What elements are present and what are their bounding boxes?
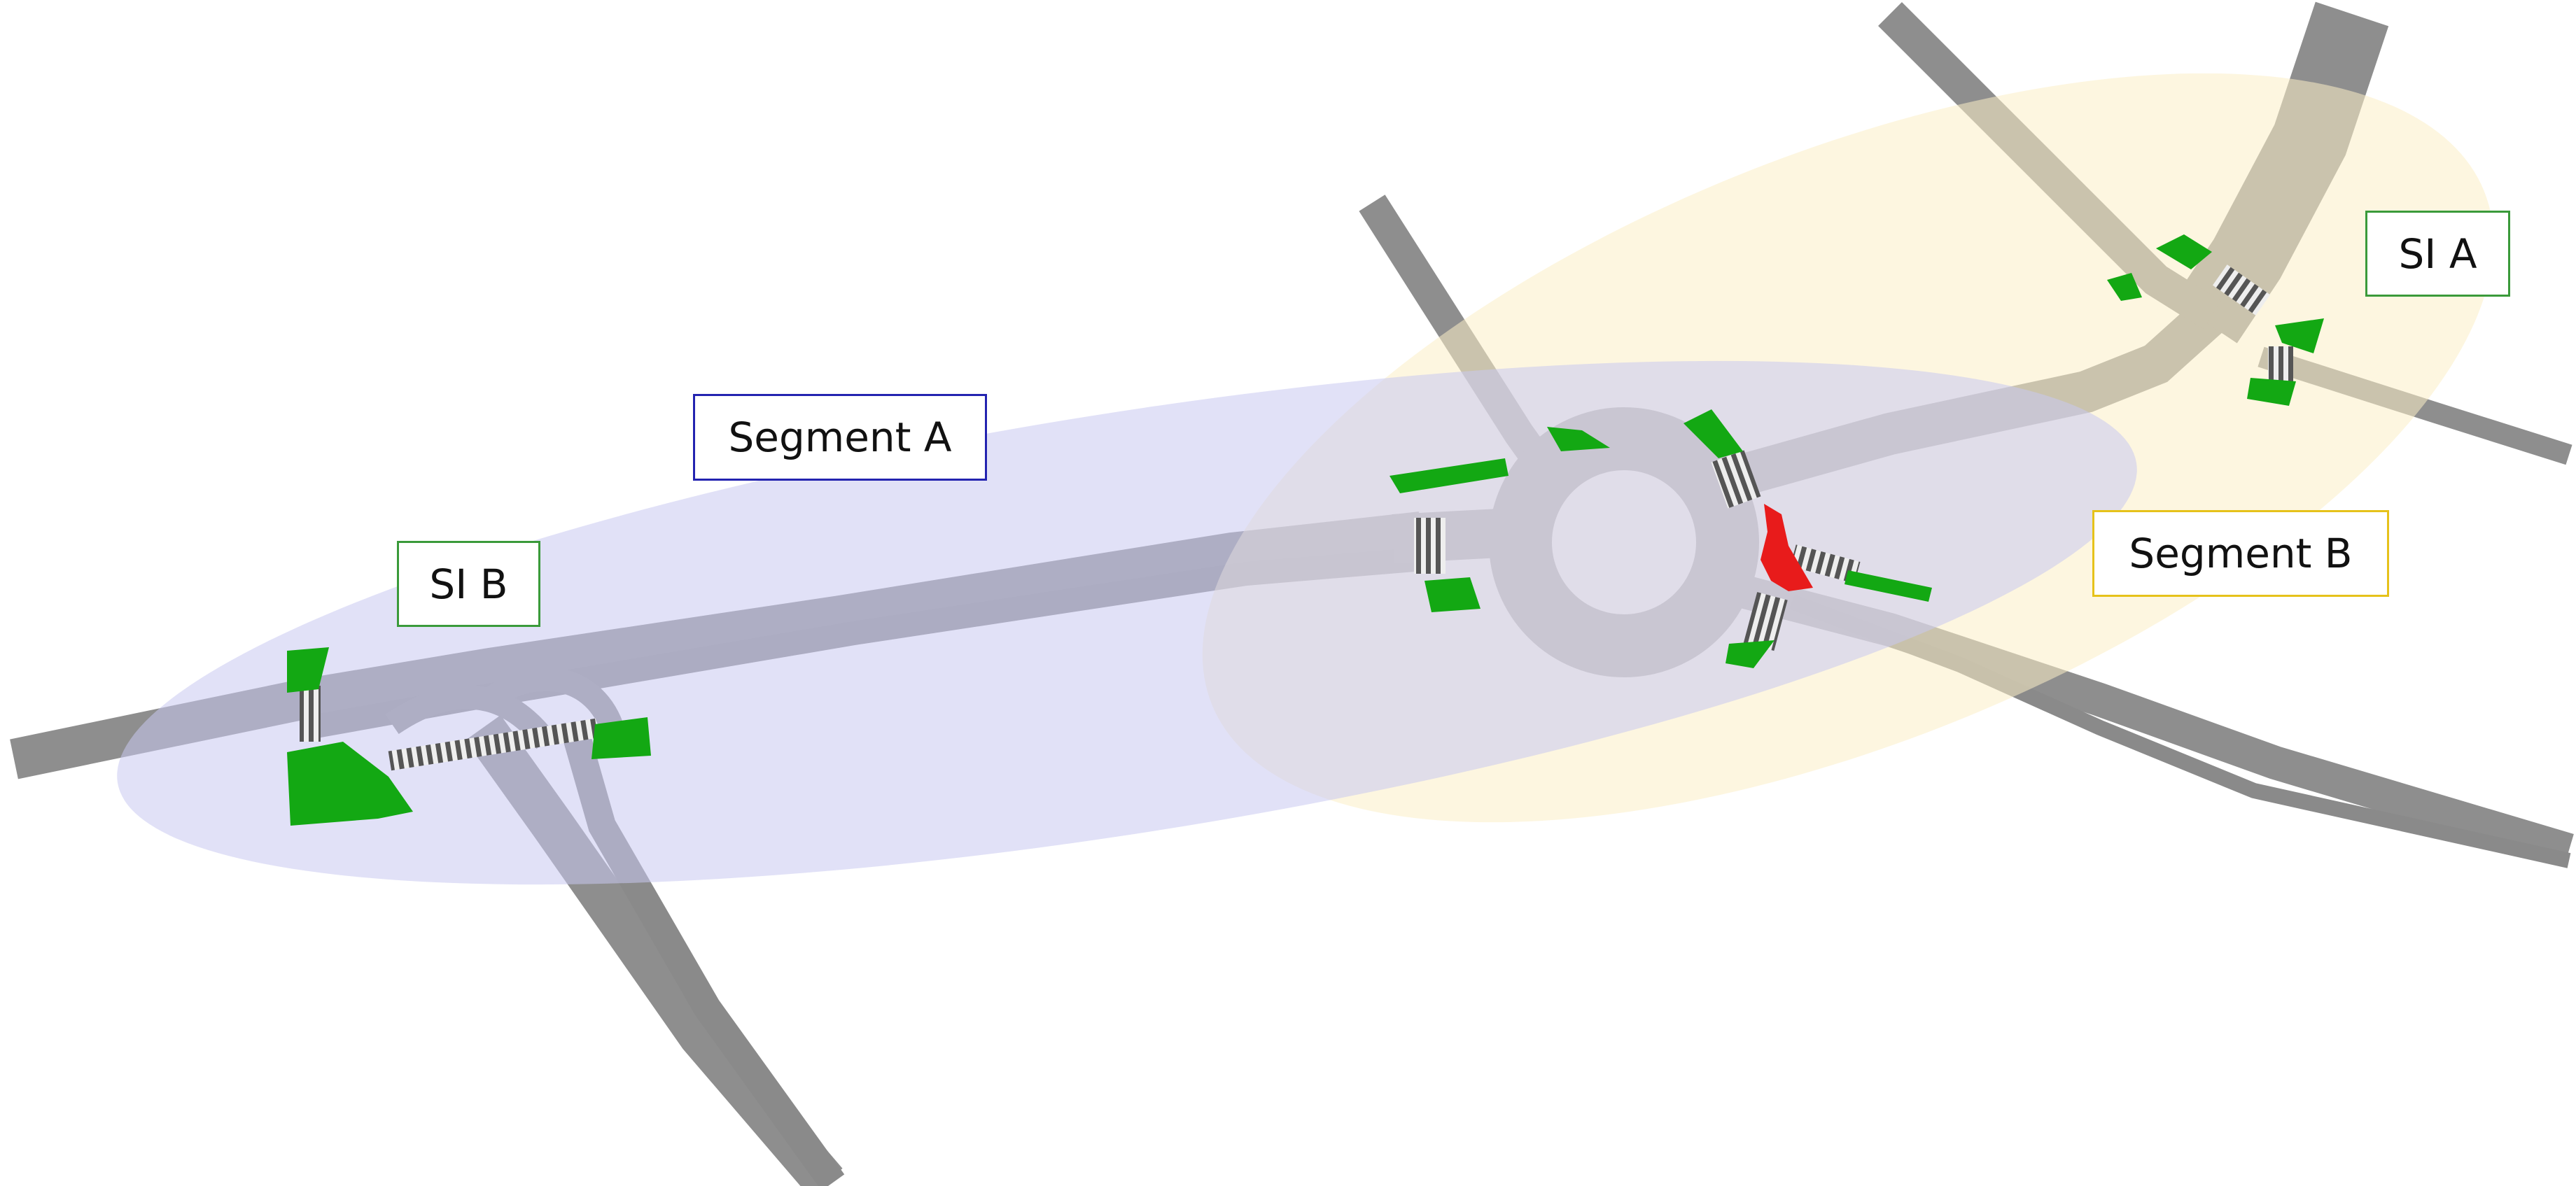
island-roundabout-ne xyxy=(1684,409,1743,458)
si-b-label: SI B xyxy=(397,541,540,627)
island-roundabout-east-arm xyxy=(1844,570,1932,602)
crosswalk-roundabout-se xyxy=(1743,592,1788,651)
island-si-a-west xyxy=(2107,273,2142,301)
crosswalks xyxy=(300,264,2293,771)
island-si-a-north xyxy=(2156,234,2212,269)
island-si-b-southwest xyxy=(287,742,413,826)
segment-b-label: Segment B xyxy=(2092,510,2389,597)
pedestrian-islands xyxy=(287,234,2324,826)
island-si-a-east xyxy=(2275,318,2324,353)
island-roundabout-west-2 xyxy=(1424,577,1480,612)
segment-a-label-text: Segment A xyxy=(728,414,952,461)
island-si-a-south xyxy=(2247,378,2296,406)
si-b-label-text: SI B xyxy=(429,560,508,608)
island-roundabout-se xyxy=(1726,640,1774,668)
conflict-area-marker xyxy=(1760,504,1813,591)
island-si-b-northwest xyxy=(287,647,329,693)
crosswalk-roundabout-east xyxy=(1790,544,1861,584)
segment-a-label: Segment A xyxy=(693,394,987,481)
crosswalk-si-a-east xyxy=(2268,346,2293,385)
crosswalk-roundabout-ne xyxy=(1711,450,1761,509)
crosswalk-si-b-main xyxy=(388,718,599,771)
crosswalk-si-b-west xyxy=(300,686,321,742)
island-si-b-east xyxy=(592,717,651,759)
island-roundabout-north xyxy=(1547,427,1610,451)
crosswalk-si-a-north xyxy=(2213,264,2271,316)
segment-b-label-text: Segment B xyxy=(2129,530,2353,577)
crosswalk-roundabout-west xyxy=(1414,518,1446,574)
island-roundabout-west xyxy=(1390,458,1508,493)
si-a-label-text: SI A xyxy=(2398,230,2477,278)
si-a-label: SI A xyxy=(2365,211,2510,297)
